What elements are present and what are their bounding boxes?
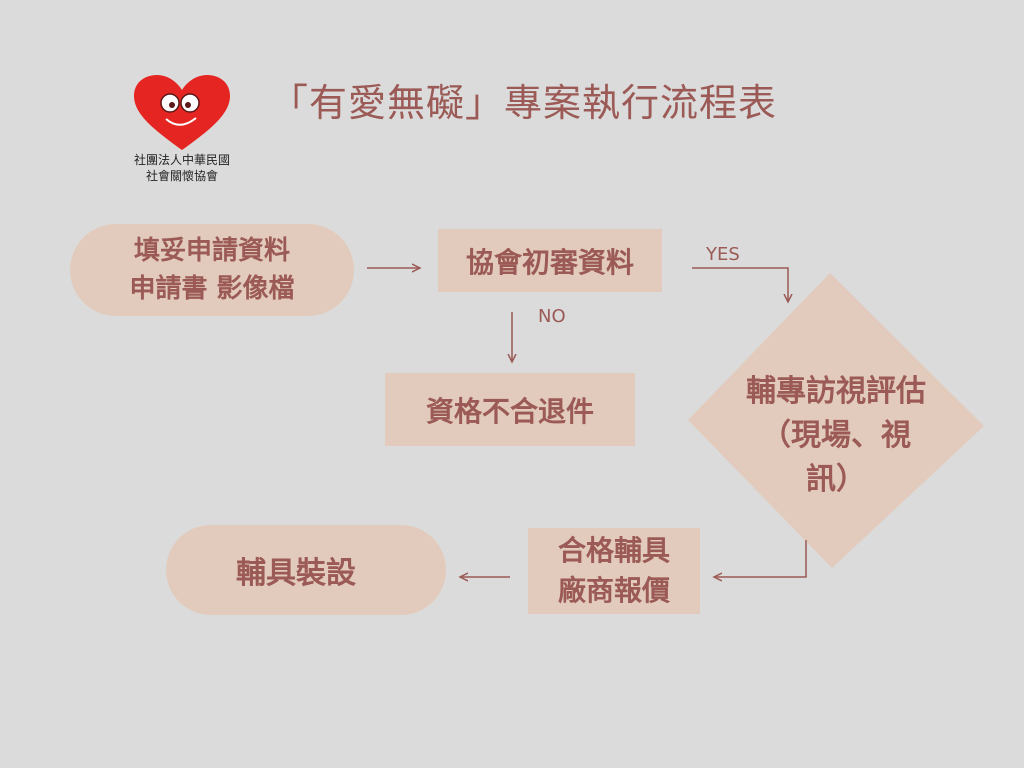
no-label: NO — [538, 306, 566, 327]
install-device-node: 輔具裝設 — [166, 525, 446, 615]
vendor-quote-line2: 廠商報價 — [557, 574, 670, 607]
reject-node: 資格不合退件 — [385, 373, 635, 446]
visit-assessment-line2: （現場、視 — [761, 418, 911, 453]
organization-name-line2: 社會關懷協會 — [145, 169, 218, 183]
page-title: 「有愛無礙」專案執行流程表 — [270, 81, 778, 125]
visit-decision-diamond — [688, 273, 984, 568]
initial-review-label: 協會初審資料 — [465, 245, 634, 279]
arrow-visit-to-quote — [714, 540, 807, 577]
arrow-review-to-visit — [692, 267, 788, 302]
fill-application-line1: 填妥申請資料 — [133, 236, 290, 266]
fill-application-line2: 申請書 影像檔 — [129, 274, 295, 304]
vendor-quote-line1: 合格輔具 — [557, 534, 670, 567]
visit-assessment-line3: 訊） — [806, 462, 866, 497]
fill-application-node: 填妥申請資料 申請書 影像檔 — [70, 224, 354, 316]
organization-logo: 社團法人中華民國 社會關懷協會 — [112, 74, 252, 194]
reject-label: 資格不合退件 — [425, 394, 594, 428]
initial-review-node: 協會初審資料 — [438, 229, 662, 292]
organization-name: 社團法人中華民國 社會關懷協會 — [112, 152, 252, 184]
yes-label: YES — [706, 244, 740, 265]
vendor-quote-node: 合格輔具 廠商報價 — [528, 528, 700, 614]
visit-assessment-line1: 輔專訪視評估 — [746, 374, 926, 409]
install-device-label: 輔具裝設 — [236, 556, 356, 591]
organization-name-line1: 社團法人中華民國 — [133, 153, 230, 167]
visit-assessment-label: 輔專訪視評估 （現場、視 訊） — [716, 370, 956, 502]
heart-logo-icon — [134, 75, 230, 150]
